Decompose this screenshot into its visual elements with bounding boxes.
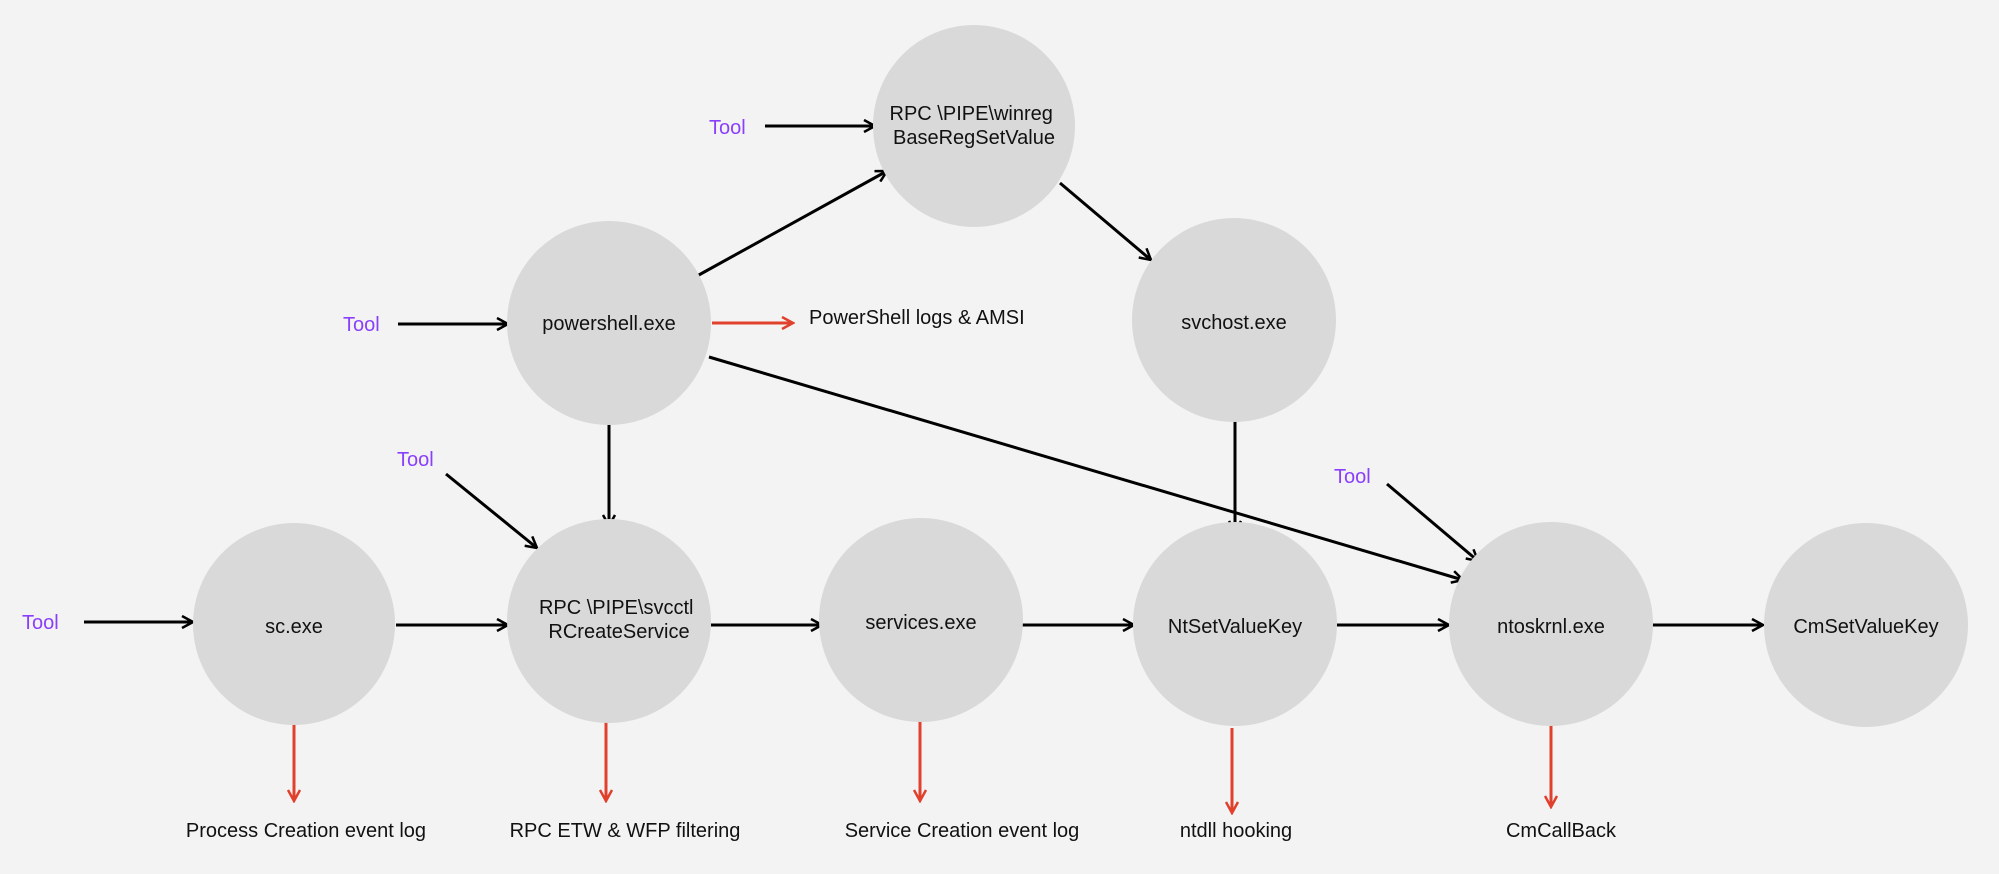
node-circle [1764, 523, 1968, 727]
node-svchost: svchost.exe [1132, 218, 1336, 422]
node-circle [1449, 522, 1653, 726]
node-services: services.exe [819, 518, 1023, 722]
tool-label: Tool [1334, 466, 1371, 488]
edge-powershell-to-ntoskrnl [708, 355, 1463, 580]
node-circle [507, 221, 711, 425]
telemetry-label-powershell: PowerShell logs & AMSI [809, 307, 1025, 329]
svg-text:RPC \PIPE\winreg BaseReg: RPC \PIPE\winreg BaseRegSetValue [890, 103, 1059, 149]
node-ntsetvaluekey: NtSetValueKey [1133, 522, 1337, 726]
node-label: svchost.exe [1181, 312, 1287, 334]
node-label: sc.exe [265, 616, 323, 638]
node-label: NtSetValueKey [1168, 616, 1302, 638]
tool-label: Tool [397, 449, 434, 471]
telemetry-label-ntoskrnl: CmCallBack [1506, 820, 1617, 842]
tool-label: Tool [22, 612, 59, 634]
node-circle [507, 519, 711, 723]
node-label-line-1: RPC \PIPE\winreg [890, 103, 1053, 125]
telemetry-label-rpc-svcctl: RPC ETW & WFP filtering [510, 820, 741, 842]
telemetry-label-ntsetvaluekey: ntdll hooking [1180, 820, 1292, 842]
telemetry-arrows [294, 323, 1551, 813]
node-circle [1133, 522, 1337, 726]
node-label: services.exe [865, 612, 976, 634]
edge-tool-to-rpc-svcctl [445, 472, 537, 548]
node-label-line-2: RCreateService [548, 621, 689, 643]
node-label: ntoskrnl.exe [1497, 616, 1605, 638]
node-rpc-svcctl: RPC \PIPE\svcctl RCreateService [507, 519, 711, 723]
edge-powershell-to-rpc-winreg [696, 169, 887, 278]
node-cmsetvaluekey: CmSetValueKey [1764, 523, 1968, 727]
edges [84, 126, 1763, 625]
edge-rpc-winreg-to-svchost [1059, 181, 1151, 260]
node-label-line-2: BaseRegSetValue [893, 127, 1055, 149]
node-label-line-1: RPC \PIPE\svcctl [539, 597, 693, 619]
edge-tool-to-ntoskrnl [1386, 482, 1478, 561]
node-label: powershell.exe [542, 313, 675, 335]
telemetry-label-sc: Process Creation event log [186, 820, 426, 842]
node-rpc-winreg: RPC \PIPE\winreg BaseRegSetValue [873, 25, 1075, 227]
node-circle [193, 523, 395, 725]
node-label: CmSetValueKey [1793, 616, 1938, 638]
node-circle [873, 25, 1075, 227]
node-circle [819, 518, 1023, 722]
tool-label: Tool [709, 117, 746, 139]
tool-label: Tool [343, 314, 380, 336]
svg-text:RPC \PIPE\svcctl RCreate: RPC \PIPE\svcctl RCreateService [539, 597, 699, 643]
node-sc: sc.exe [193, 523, 395, 725]
node-ntoskrnl: ntoskrnl.exe [1449, 522, 1653, 726]
node-powershell: powershell.exe [507, 221, 711, 425]
telemetry-label-services: Service Creation event log [845, 820, 1080, 842]
node-circle [1132, 218, 1336, 422]
